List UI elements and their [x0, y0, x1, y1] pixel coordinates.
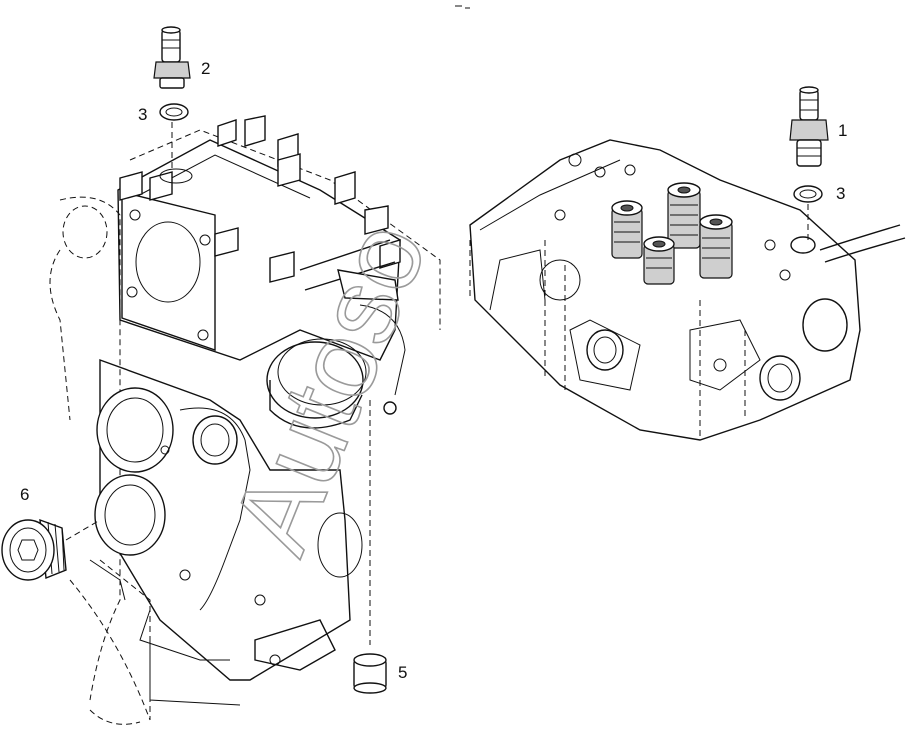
callout-5: 5 — [398, 663, 408, 682]
leader-6 — [65, 519, 101, 541]
valve-springs — [611, 182, 733, 285]
part-3-seal-ring-right — [793, 185, 823, 203]
watermark: Autoso — [208, 205, 450, 569]
cylinder-head-right — [469, 139, 906, 441]
callout-2: 2 — [201, 59, 211, 78]
part-2-fitting — [153, 26, 191, 89]
part-3-seal-ring-left — [159, 103, 189, 121]
callout-1: 1 — [838, 121, 848, 140]
round-cap — [266, 338, 367, 429]
callout-3-left: 3 — [138, 105, 148, 124]
engine-block-left — [49, 115, 441, 725]
callout-6: 6 — [20, 485, 30, 504]
part-6-threaded-plug — [1, 518, 67, 581]
part-1-fitting — [789, 86, 829, 167]
head-bolts — [119, 115, 401, 283]
callout-3-right: 3 — [836, 184, 846, 203]
part-5-cap — [353, 653, 387, 694]
